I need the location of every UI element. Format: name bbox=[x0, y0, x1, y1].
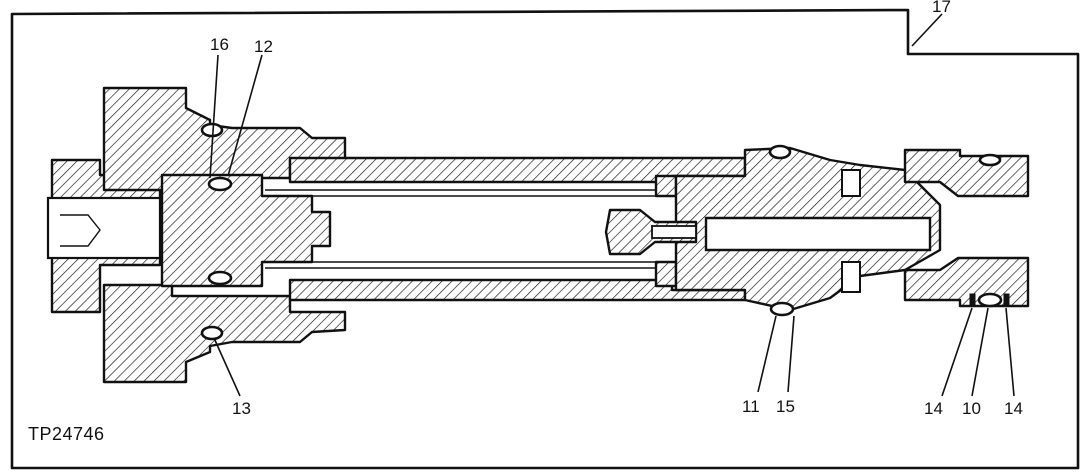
callout-13: 13 bbox=[232, 399, 251, 418]
callout-11: 11 bbox=[742, 397, 760, 416]
seal-16-top bbox=[200, 122, 224, 138]
callout-10: 10 bbox=[962, 399, 981, 418]
seal-12-top bbox=[207, 176, 233, 192]
leader-14a bbox=[941, 307, 973, 397]
stop-ring-top bbox=[654, 174, 678, 198]
nose-pin-bore bbox=[651, 225, 697, 239]
leader-17 bbox=[911, 13, 943, 47]
leader-16 bbox=[209, 54, 219, 179]
leader-10 bbox=[971, 307, 989, 397]
callout-14b: 14 bbox=[1004, 399, 1023, 418]
port-upper bbox=[841, 169, 861, 197]
callout-16: 16 bbox=[210, 35, 229, 54]
figure-id: TP24746 bbox=[28, 424, 105, 444]
drill-point bbox=[60, 214, 101, 247]
spool-plug bbox=[160, 173, 332, 288]
housing-frame bbox=[10, 8, 1080, 470]
port-lower bbox=[841, 261, 861, 293]
leader-13 bbox=[213, 337, 241, 397]
callout-14a: 14 bbox=[924, 399, 943, 418]
lower-flange bbox=[102, 283, 347, 384]
backup-ring-right bbox=[1003, 293, 1010, 307]
leader-14b bbox=[1005, 307, 1015, 397]
seal-11-bottom bbox=[769, 301, 795, 317]
seal-10-top bbox=[978, 153, 1002, 167]
seal-12-bottom bbox=[207, 270, 233, 286]
seal-13 bbox=[200, 325, 224, 341]
callout-12: 12 bbox=[254, 37, 273, 56]
poppet-pocket bbox=[704, 216, 932, 252]
callout-15: 15 bbox=[776, 397, 795, 416]
stop-ring-bottom bbox=[654, 260, 678, 288]
leader-11 bbox=[757, 315, 777, 393]
backup-ring-left bbox=[969, 293, 976, 307]
right-retainer-lower bbox=[903, 256, 1030, 308]
fitting-bore bbox=[46, 196, 162, 260]
leader-12 bbox=[227, 54, 263, 177]
seal-10-bottom bbox=[977, 292, 1003, 308]
nose-pin bbox=[604, 208, 698, 256]
callout-17: 17 bbox=[932, 0, 951, 16]
seal-11-top bbox=[768, 144, 792, 160]
leader-15 bbox=[787, 315, 795, 393]
